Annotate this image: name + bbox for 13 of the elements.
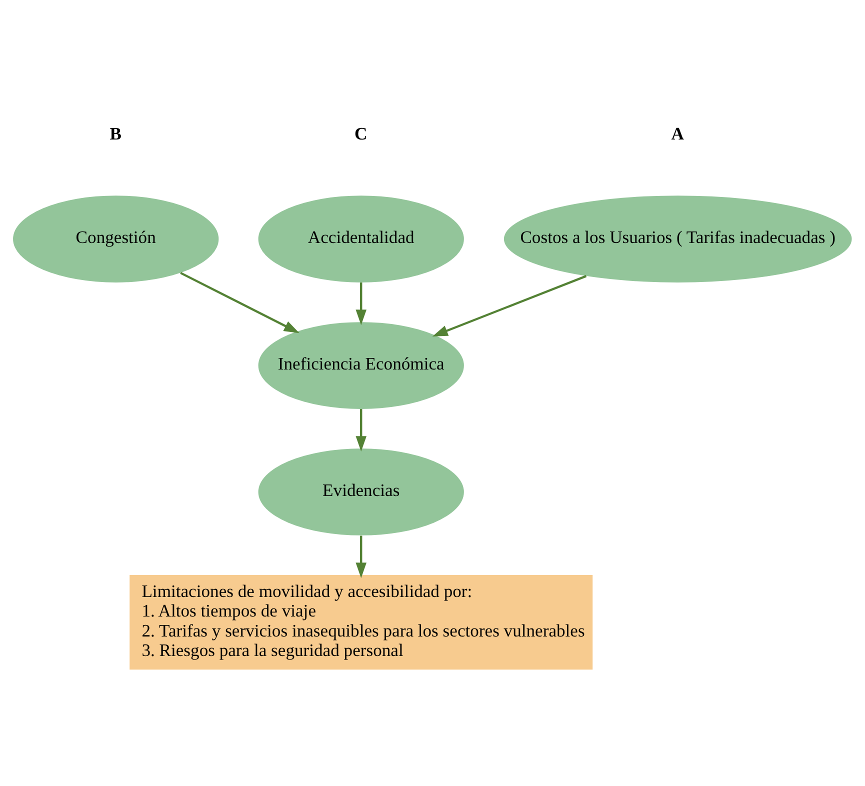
- arrow: [356, 536, 367, 578]
- arrow: [356, 409, 367, 452]
- label: A: [671, 123, 684, 144]
- node-ellipse: Evidencias: [258, 448, 464, 536]
- node-ellipse: Congestión: [13, 196, 219, 282]
- label: B: [110, 123, 122, 144]
- arrow: [356, 282, 367, 326]
- arrow: [432, 275, 587, 336]
- label: C: [354, 123, 368, 144]
- node-box: Limitaciones de movilidad y accesibilidad por: 1. Altos tiempos de viaje 2. Tarifas y servicios inasequibles para los sectores vulnerables 3. Riesgos para la seguridad personal: [130, 575, 593, 670]
- node-ellipse: Costos a los Usuarios ( Tarifas inadecuadas ): [504, 196, 852, 282]
- arrow: [180, 272, 300, 334]
- node-ellipse: Accidentalidad: [258, 196, 464, 282]
